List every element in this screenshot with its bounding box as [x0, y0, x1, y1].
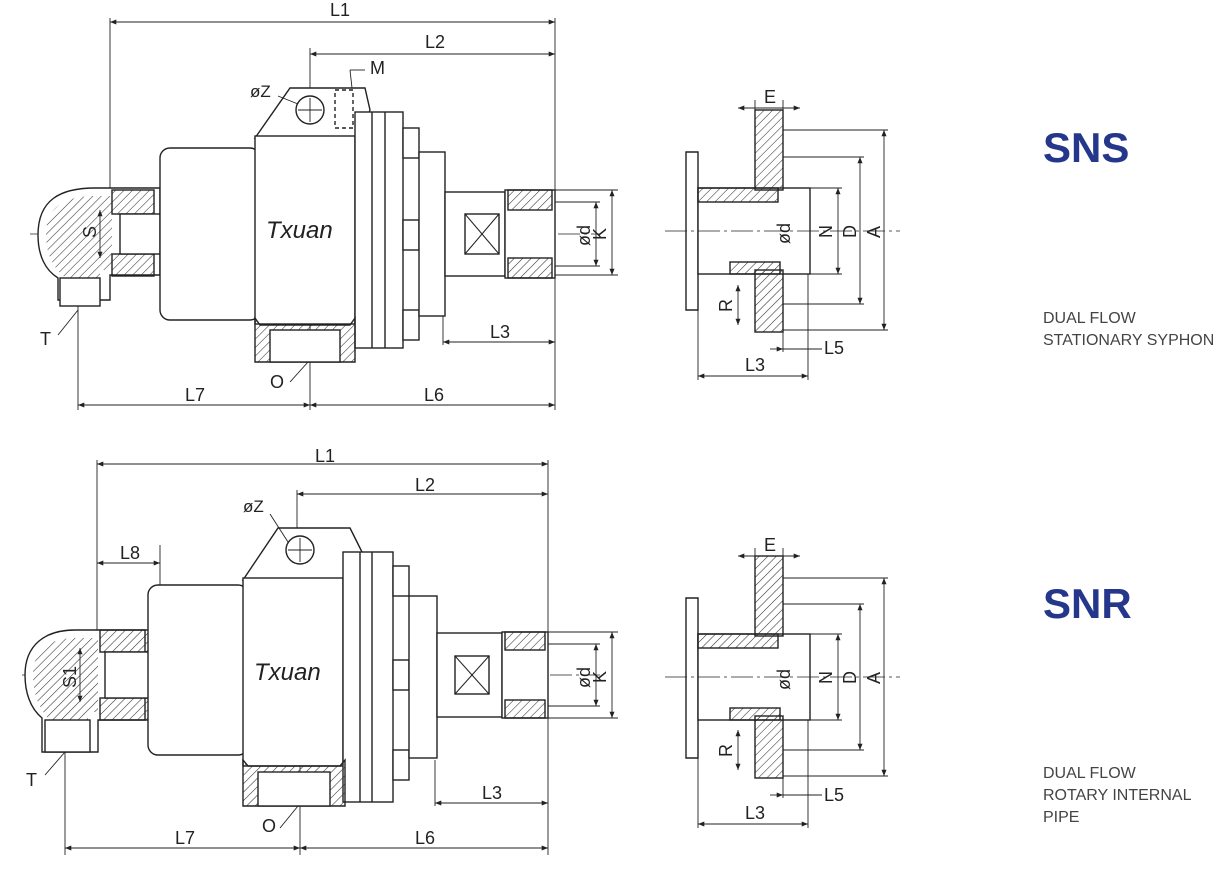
dim-l6: L6	[424, 385, 444, 405]
dim-s1: S1	[60, 666, 80, 688]
end-dim-d: ød	[774, 669, 794, 690]
dim-k: K	[590, 671, 610, 683]
dim-z: øZ	[250, 82, 271, 101]
dim-l7: L7	[185, 385, 205, 405]
snr-end-labels: E ød N D A R L5 L3	[716, 535, 884, 823]
dim-o: O	[270, 372, 284, 392]
brand-logo: Txuan	[254, 659, 321, 686]
end-dim-e: E	[764, 87, 776, 107]
end-dim-l3: L3	[745, 803, 765, 823]
end-dim-r: R	[716, 299, 736, 312]
model-title-snr: SNR	[1043, 580, 1132, 627]
dim-t: T	[26, 770, 37, 790]
dim-l3: L3	[490, 322, 510, 342]
end-dim-d: ød	[774, 223, 794, 244]
dim-t: T	[40, 329, 51, 349]
dim-k: K	[590, 228, 610, 240]
dim-l8: L8	[120, 543, 140, 563]
dim-d: ød	[574, 667, 594, 688]
end-dim-a: A	[864, 226, 884, 238]
end-dim-dd: D	[840, 225, 860, 238]
dim-s: S	[80, 226, 100, 238]
sns-end-labels: E ød N D A R L5 L3	[716, 87, 884, 375]
snr-end-view	[665, 548, 900, 828]
caption-snr-line1: DUAL FLOW	[1043, 765, 1136, 782]
caption-sns-line2: STATIONARY SYPHON	[1043, 332, 1215, 349]
sns-end-view	[665, 100, 900, 380]
model-title-sns: SNS	[1043, 124, 1130, 171]
dim-l1: L1	[315, 446, 335, 466]
sns-side-labels: L1 L2 M øZ S T L3 O L7 L6 ød K Txuan	[40, 0, 610, 405]
snr-side-view	[22, 460, 618, 855]
end-dim-n: N	[816, 671, 836, 684]
end-dim-e: E	[764, 535, 776, 555]
dim-l3: L3	[482, 783, 502, 803]
brand-logo: Txuan	[266, 217, 333, 244]
end-dim-r: R	[716, 744, 736, 757]
caption-sns-line1: DUAL FLOW	[1043, 310, 1136, 327]
caption-snr-line2: ROTARY INTERNAL PIPE	[1043, 787, 1191, 826]
end-dim-l3: L3	[745, 355, 765, 375]
end-dim-dd: D	[840, 671, 860, 684]
snr-side-labels: L1 L2 øZ L8 S1 T L3 O L7 L6 ød K Txuan	[26, 446, 610, 848]
dim-l2: L2	[415, 475, 435, 495]
end-dim-a: A	[864, 672, 884, 684]
end-dim-l5: L5	[824, 785, 844, 805]
caption-sns: DUAL FLOW STATIONARY SYPHON	[1043, 308, 1214, 352]
dim-m: M	[370, 58, 385, 78]
end-dim-n: N	[816, 225, 836, 238]
dim-d: ød	[574, 225, 594, 246]
dim-l2: L2	[425, 32, 445, 52]
caption-snr: DUAL FLOW ROTARY INTERNAL PIPE	[1043, 763, 1225, 829]
dim-l7: L7	[175, 828, 195, 848]
dim-l1: L1	[330, 0, 350, 20]
dim-o: O	[262, 816, 276, 836]
end-dim-l5: L5	[824, 338, 844, 358]
sns-side-view	[30, 18, 618, 410]
dim-z: øZ	[243, 497, 264, 516]
dim-l6: L6	[415, 828, 435, 848]
